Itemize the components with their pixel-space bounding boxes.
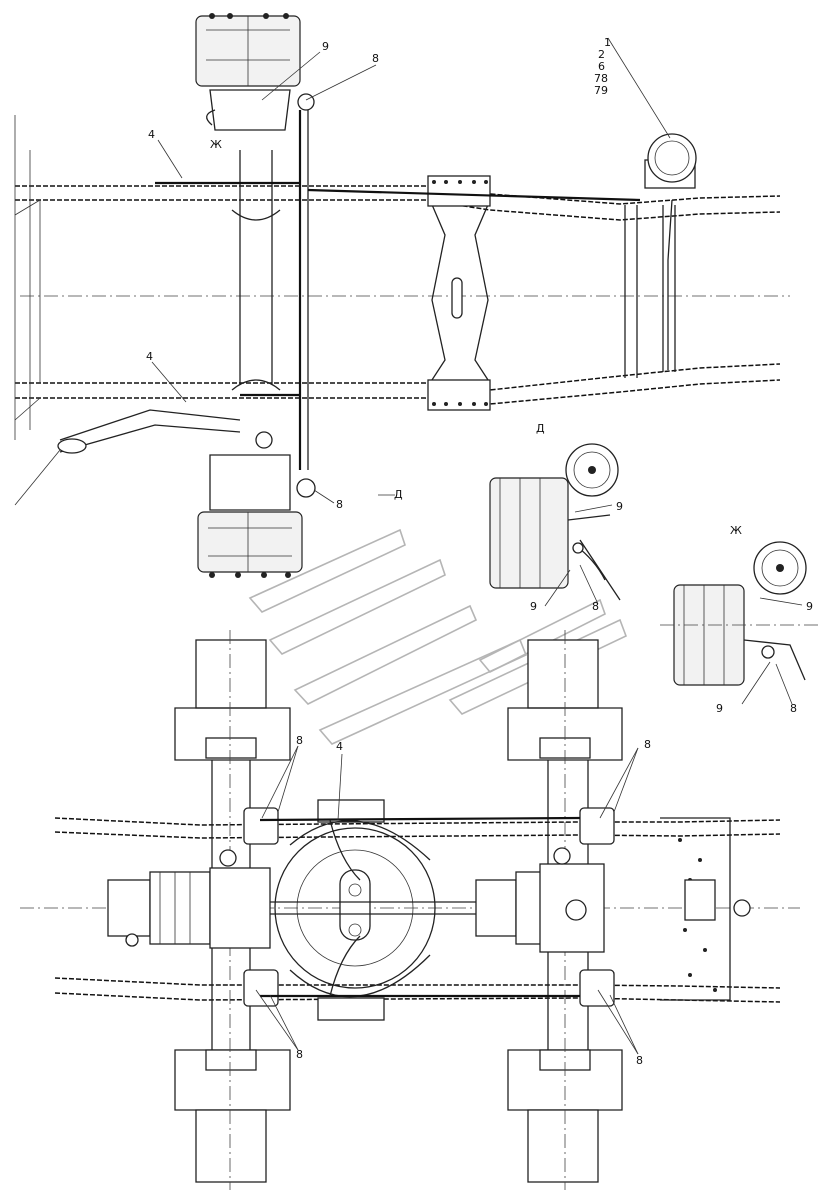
air-receiver — [644, 133, 697, 370]
callout-labels: 1 2 6 78 79 9 8 4 4 8 Ж Д Д Ж 9 9 8 9 9 … — [146, 36, 813, 1067]
callout-79: 79 — [594, 84, 608, 97]
detail-d-view — [489, 443, 621, 601]
leader-lines — [151, 37, 803, 1055]
callout-8-top: 8 — [372, 52, 379, 65]
view-mark-zh: Ж — [210, 138, 222, 151]
callout-6: 6 — [598, 60, 605, 73]
upper-frame-view — [14, 110, 790, 470]
callout-8-mid: 8 — [336, 498, 343, 511]
view-mark-d: Д — [394, 488, 403, 501]
front-brake-chamber-top — [195, 13, 315, 131]
detail-d-title: Д — [536, 422, 545, 435]
callout-2: 2 — [598, 48, 605, 61]
callout-8-right-lower: 8 — [636, 1054, 643, 1067]
callout-8-detail-d: 8 — [592, 600, 599, 613]
callout-4-top: 4 — [148, 128, 155, 141]
callout-8-left-lower: 8 — [296, 1048, 303, 1061]
callout-9-detail-d-upper: 9 — [616, 500, 623, 513]
callout-9-detail-zh-lower: 9 — [716, 702, 723, 715]
steering-linkage — [14, 409, 241, 506]
detail-zh-view — [660, 541, 820, 686]
background-watermark — [248, 528, 628, 745]
front-brake-chamber-bottom — [197, 431, 316, 578]
callout-4-bottom: 4 — [336, 740, 343, 753]
callout-8-right-upper: 8 — [644, 738, 651, 751]
callout-8-detail-zh: 8 — [790, 702, 797, 715]
callout-8-left-upper: 8 — [296, 734, 303, 747]
callout-9-top: 9 — [322, 40, 329, 53]
callout-9-detail-d-lower: 9 — [530, 600, 537, 613]
callout-4-mid: 4 — [146, 350, 153, 363]
callout-78: 78 — [594, 72, 608, 85]
callout-9-detail-zh-upper: 9 — [806, 600, 813, 613]
lower-bogie-view — [20, 630, 800, 1190]
callout-1: 1 — [604, 36, 611, 49]
detail-zh-title: Ж — [730, 524, 742, 537]
